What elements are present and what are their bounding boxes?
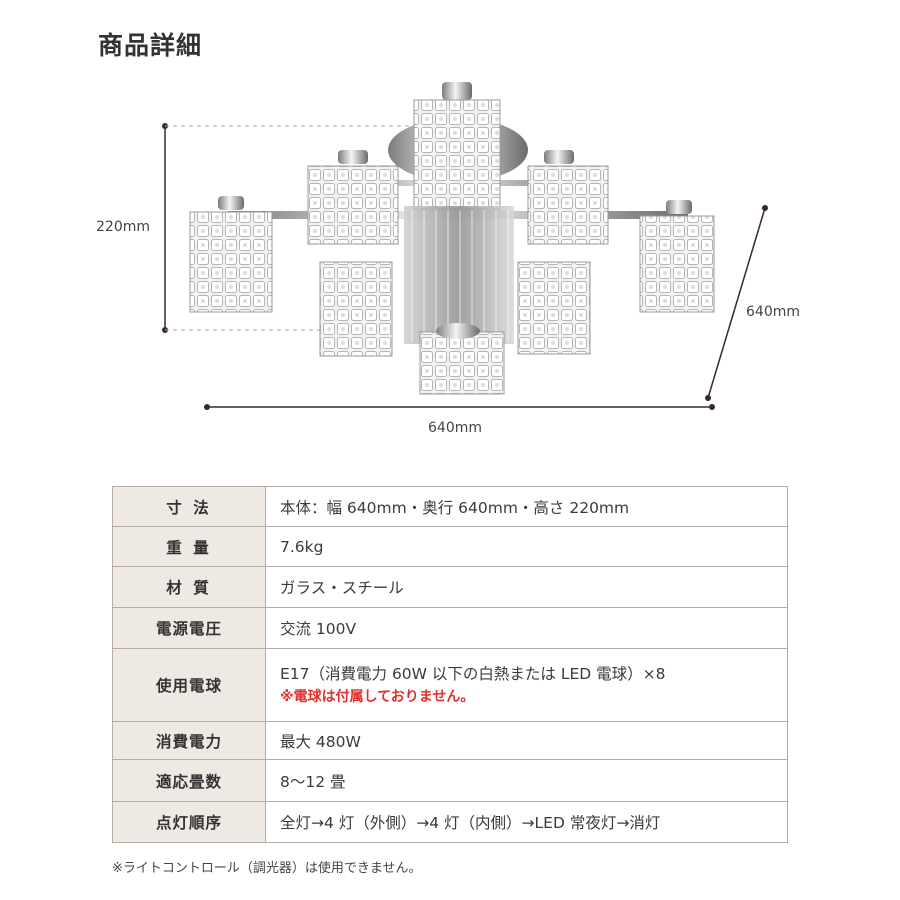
footnote: ※ライトコントロール（調光器）は使用できません。: [112, 861, 422, 876]
spec-value: 全灯→4 灯（外側）→4 灯（内側）→LED 常夜灯→消灯: [265, 801, 788, 843]
table-row: 材 質 ガラス・スチール: [112, 566, 788, 608]
table-row: 電源電圧 交流 100V: [112, 607, 788, 649]
spec-label: 重 量: [112, 526, 266, 567]
table-row: 点灯順序 全灯→4 灯（外側）→4 灯（内側）→LED 常夜灯→消灯: [112, 801, 788, 843]
table-row: 寸 法 本体：幅 640mm・奥行 640mm・高さ 220mm: [112, 486, 788, 527]
chandelier: [189, 82, 715, 395]
spec-label: 寸 法: [112, 486, 266, 527]
height-dimension-line: [162, 123, 418, 333]
spec-value: 本体：幅 640mm・奥行 640mm・高さ 220mm: [265, 486, 788, 527]
spec-value: E17（消費電力 60W 以下の白熱または LED 電球）×8: [280, 665, 666, 683]
spec-label: 点灯順序: [112, 801, 266, 843]
depth-dimension-line: [705, 205, 768, 401]
page-title: 商品詳細: [98, 31, 203, 60]
table-row: 使用電球 E17（消費電力 60W 以下の白熱または LED 電球）×8 ※電球…: [112, 648, 788, 722]
spec-label: 使用電球: [112, 648, 266, 722]
spec-value-cell: E17（消費電力 60W 以下の白熱または LED 電球）×8 ※電球は付属して…: [265, 648, 788, 722]
width-label: 640mm: [428, 420, 482, 436]
spec-value: 最大 480W: [265, 721, 788, 760]
width-dimension-line: [204, 404, 715, 410]
spec-table: 寸 法 本体：幅 640mm・奥行 640mm・高さ 220mm 重 量 7.6…: [112, 486, 788, 843]
spec-label: 材 質: [112, 566, 266, 608]
spec-value: 交流 100V: [265, 607, 788, 649]
spec-value: ガラス・スチール: [265, 566, 788, 608]
spec-label: 適応畳数: [112, 759, 266, 802]
height-label: 220mm: [96, 219, 150, 235]
spec-value: 8〜12 畳: [265, 759, 788, 802]
bulb-not-included-note: ※電球は付属しておりません。: [280, 689, 475, 705]
depth-label: 640mm: [746, 304, 800, 320]
table-row: 消費電力 最大 480W: [112, 721, 788, 760]
table-row: 適応畳数 8〜12 畳: [112, 759, 788, 802]
product-figure: [162, 82, 768, 410]
spec-label: 電源電圧: [112, 607, 266, 649]
spec-label: 消費電力: [112, 721, 266, 760]
spec-value: 7.6kg: [265, 526, 788, 567]
table-row: 重 量 7.6kg: [112, 526, 788, 567]
